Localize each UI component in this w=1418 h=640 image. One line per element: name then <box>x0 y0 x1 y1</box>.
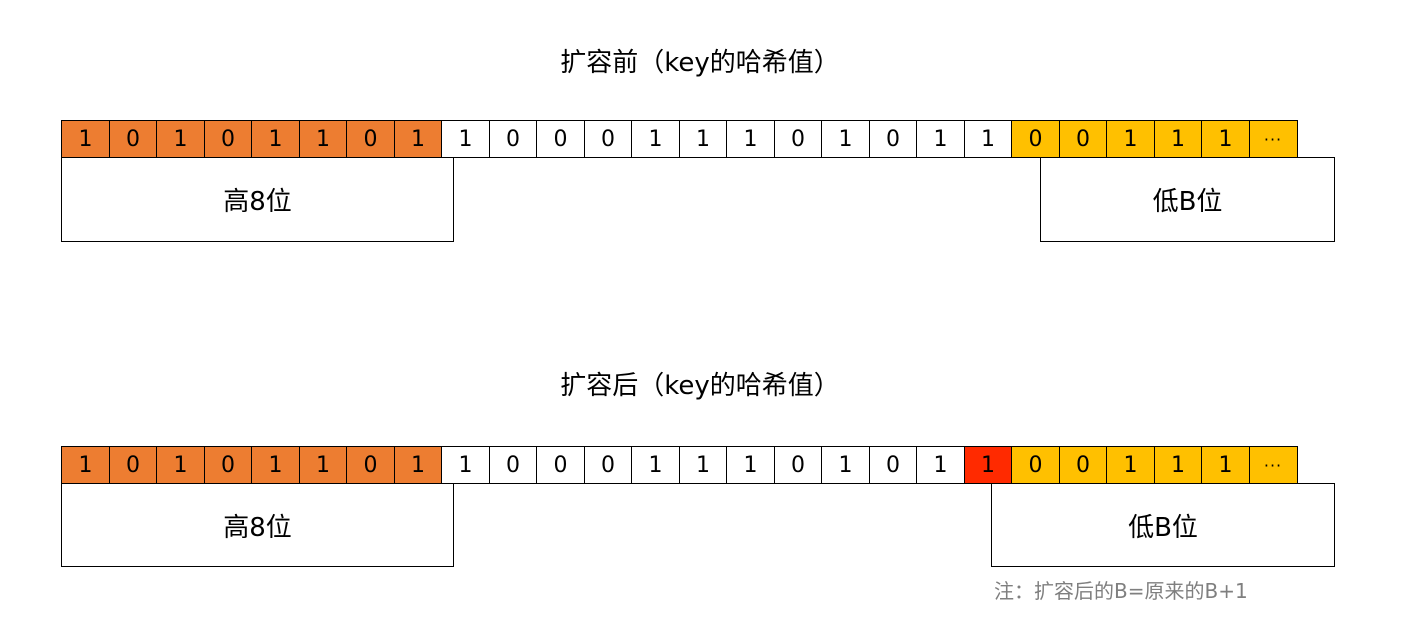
bit-cell: 1 <box>61 446 110 484</box>
bit-cell: 1 <box>251 446 300 484</box>
bit-cell: 1 <box>726 446 775 484</box>
bit-cell: 1 <box>916 120 965 158</box>
bit-cell: 1 <box>441 446 490 484</box>
bit-cell: 0 <box>108 120 158 158</box>
bit-cell: 1 <box>393 446 443 484</box>
after-high-bits-label: 高8位 <box>61 483 454 567</box>
bit-cell: 0 <box>773 120 823 158</box>
before-low-bits-label: 低B位 <box>1040 157 1335 242</box>
bit-cell: 0 <box>1011 120 1060 158</box>
bit-cell: 0 <box>346 120 395 158</box>
ellipsis-cell: ··· <box>1248 120 1298 158</box>
bit-cell: 1 <box>1153 120 1203 158</box>
bit-cell: 0 <box>1011 446 1060 484</box>
bit-cell: 1 <box>61 120 110 158</box>
bit-cell: 1 <box>678 446 728 484</box>
bit-cell: 1 <box>631 446 680 484</box>
bit-cell: 0 <box>108 446 158 484</box>
bit-cell: 0 <box>1058 120 1108 158</box>
bit-cell: 1 <box>631 120 680 158</box>
bit-cell: 0 <box>203 446 253 484</box>
bit-cell: 1 <box>298 120 348 158</box>
after-title: 扩容后（key的哈希值） <box>560 371 840 401</box>
bit-cell: 1 <box>1106 120 1155 158</box>
bit-cell: 0 <box>488 446 538 484</box>
bit-cell: 1 <box>1153 446 1203 484</box>
bit-cell: 1 <box>726 120 775 158</box>
bit-cell: 0 <box>868 446 918 484</box>
before-high-bits-label: 高8位 <box>61 157 454 242</box>
bit-cell: 1 <box>298 446 348 484</box>
bit-cell: 1 <box>963 446 1013 484</box>
bit-cell: 1 <box>156 446 205 484</box>
bit-cell: 0 <box>1058 446 1108 484</box>
bit-cell: 0 <box>583 446 633 484</box>
bit-cell: 0 <box>536 120 585 158</box>
bit-cell: 0 <box>488 120 538 158</box>
bit-cell: 0 <box>203 120 253 158</box>
bit-cell: 0 <box>583 120 633 158</box>
ellipsis-cell: ··· <box>1248 446 1298 484</box>
footnote: 注：扩容后的B=原来的B+1 <box>994 579 1248 603</box>
bit-cell: 1 <box>1201 120 1250 158</box>
bit-cell: 1 <box>1106 446 1155 484</box>
bit-cell: 1 <box>963 120 1013 158</box>
bit-cell: 1 <box>678 120 728 158</box>
bit-cell: 0 <box>773 446 823 484</box>
after-low-bits-label: 低B位 <box>991 483 1335 567</box>
bit-cell: 1 <box>251 120 300 158</box>
bit-cell: 0 <box>346 446 395 484</box>
bit-cell: 0 <box>536 446 585 484</box>
bit-cell: 1 <box>916 446 965 484</box>
bit-cell: 1 <box>821 446 870 484</box>
bit-cell: 0 <box>868 120 918 158</box>
bit-cell: 1 <box>393 120 443 158</box>
before-title: 扩容前（key的哈希值） <box>560 48 840 78</box>
bit-cell: 1 <box>156 120 205 158</box>
bit-cell: 1 <box>821 120 870 158</box>
bit-cell: 1 <box>1201 446 1250 484</box>
bit-cell: 1 <box>441 120 490 158</box>
